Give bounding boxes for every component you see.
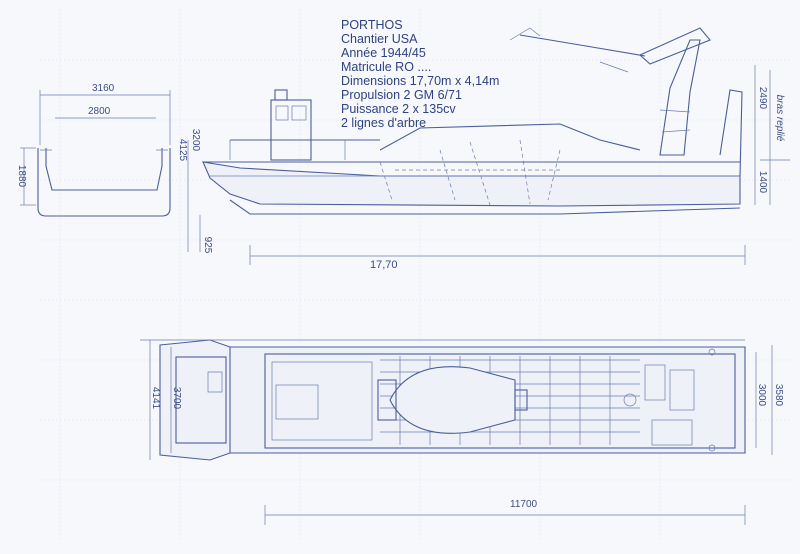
dim-side-draft: 925 [202,237,213,254]
dim-side-height-cabin: 3200 [190,129,201,152]
vessel-name: PORTHOS [341,18,403,32]
dim-plan-width-deck: 3700 [171,387,182,410]
dim-section-height: 1880 [16,165,27,188]
vessel-power: Puissance 2 x 135cv [341,102,456,116]
vessel-dimensions: Dimensions 17,70m x 4,14m [341,74,500,88]
dim-side-height-total: 4125 [177,139,188,162]
vessel-propulsion: Propulsion 2 GM 6/71 [341,88,462,102]
dim-section-width-top: 3160 [92,83,115,94]
dim-stern-height: 1400 [757,171,768,194]
vessel-shafts: 2 lignes d'arbre [341,116,427,130]
vessel-registration: Matricule RO .... [341,60,432,74]
side-elevation-view [187,27,790,265]
cross-section-view [20,90,171,217]
vessel-shipyard: Chantier USA [341,32,418,46]
dim-plan-width-stern-outer: 3580 [773,384,784,407]
vessel-info-block: PORTHOS Chantier USA Année 1944/45 Matri… [341,18,499,130]
dim-crane-height: 2490 [757,87,768,110]
dim-plan-width-total: 4141 [150,387,161,410]
dim-crane-note: bras replié [774,95,785,142]
plan-view [140,339,773,525]
dim-section-width-inner: 2800 [88,106,111,117]
dim-side-length: 17,70 [370,259,398,271]
vessel-year: Année 1944/45 [341,46,426,60]
dim-plan-length: 11700 [510,499,538,510]
dim-plan-width-stern-inner: 3000 [756,384,767,407]
